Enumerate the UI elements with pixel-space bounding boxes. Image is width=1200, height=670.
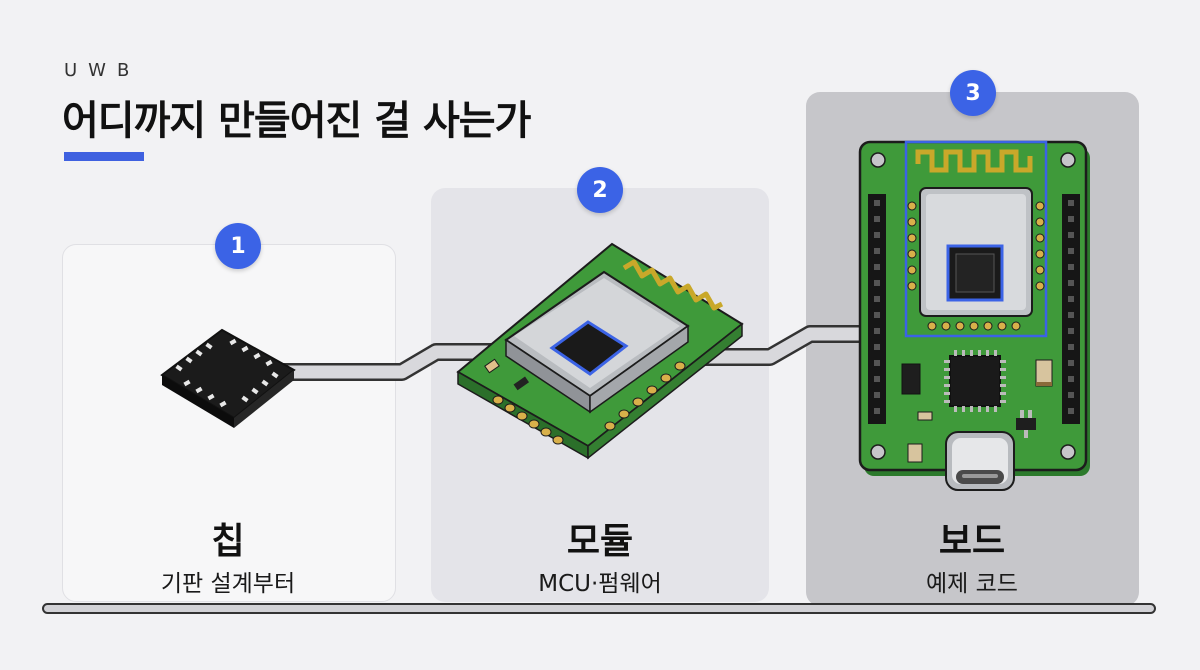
stage-name-chip: 칩 (211, 521, 245, 562)
stage-number-badge-2: 2 (577, 167, 623, 213)
stage-name-board: 보드 (938, 521, 1006, 562)
eyebrow-label: UWB (64, 60, 141, 81)
module-icon (456, 242, 744, 460)
connector-trace (250, 325, 870, 381)
stage-number-badge-3: 3 (950, 70, 996, 116)
chip-icon (160, 328, 296, 428)
page-title: 어디까지 만들어진 걸 사는가 (62, 98, 531, 144)
stage-name-module: 모듈 (566, 521, 634, 562)
ground-baseline (42, 603, 1156, 614)
title-underline (64, 152, 144, 161)
stage-number-badge-1: 1 (215, 223, 261, 269)
stage-subtitle-module: MCU·펌웨어 (538, 571, 662, 597)
board-icon (858, 140, 1090, 491)
stage-subtitle-chip: 기판 설계부터 (160, 571, 296, 597)
stage-subtitle-board: 예제 코드 (926, 571, 1018, 597)
